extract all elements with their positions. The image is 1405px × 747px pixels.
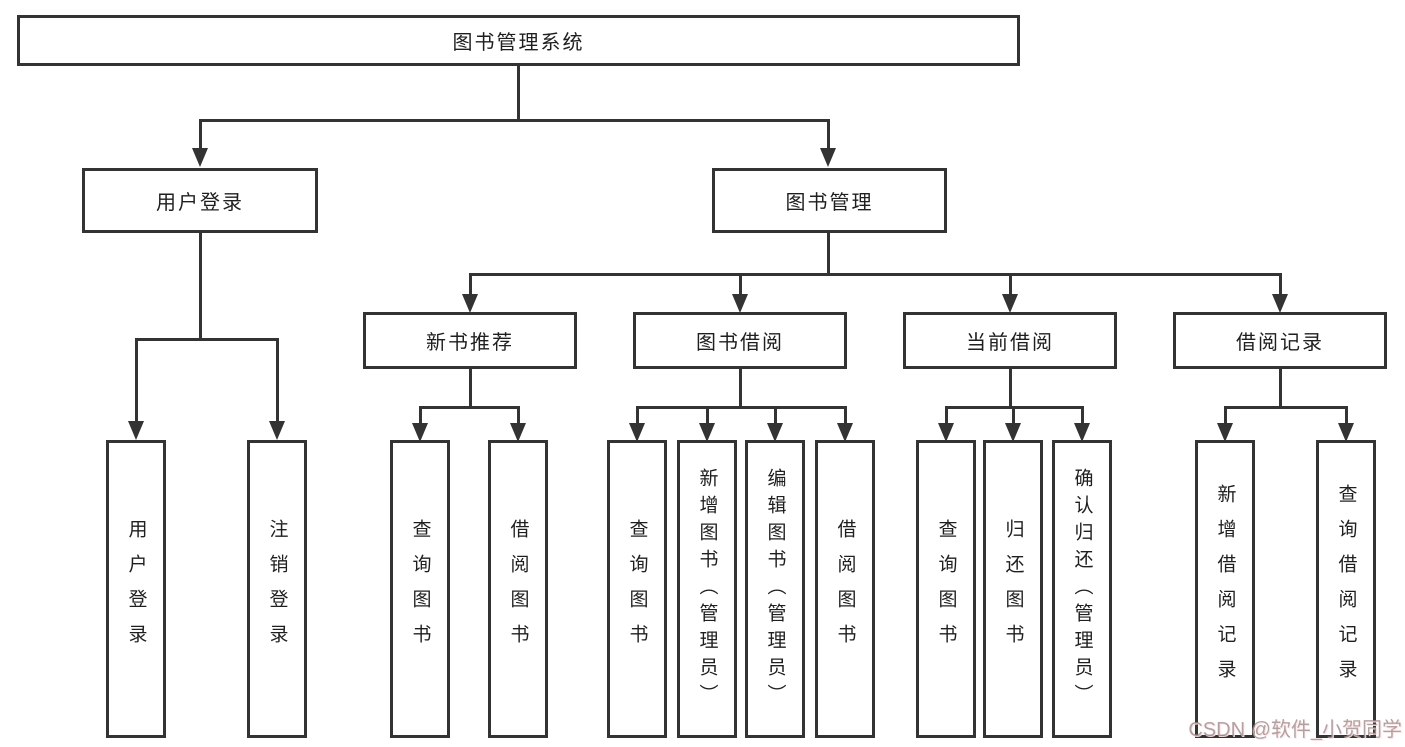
node-book-borrow-label: 图书借阅: [696, 332, 784, 354]
node-borrow-records: 借阅记录: [1173, 312, 1387, 369]
watermark-text: CSDN @软件_小贺同学: [1188, 719, 1402, 741]
connector-stem-leaf-5: [774, 406, 777, 426]
node-query-books-recommend: 查询图书: [390, 440, 450, 738]
arrowhead-current-borrow: [1002, 294, 1018, 313]
arrowhead-book-borrow: [732, 294, 748, 313]
node-book-management: 图书管理: [712, 168, 947, 233]
node-current-borrow-label: 当前借阅: [966, 332, 1054, 354]
node-confirm-return-admin-label: 确认归还（管理员）: [1071, 467, 1093, 711]
arrowhead-leaf-9: [1074, 423, 1090, 442]
connector-stem-leaf-8: [1012, 406, 1015, 426]
connector-stem-borrow-records: [1279, 273, 1282, 297]
arrowhead-leaf-5: [767, 423, 783, 442]
connector-stem-login-leaf: [135, 338, 138, 424]
arrowhead-leaf-2: [510, 423, 526, 442]
node-return-books: 归还图书: [983, 440, 1043, 738]
connector-stem-leaf-11: [1345, 406, 1348, 426]
arrowhead-login-leaf: [128, 421, 144, 440]
node-logout-label: 注销登录: [266, 519, 288, 659]
node-add-books-admin-label: 新增图书（管理员）: [696, 467, 718, 711]
node-user-login-leaf: 用户登录: [106, 440, 166, 738]
connector-stem-leaf-1: [419, 406, 422, 426]
node-add-borrow-record-label: 新增借阅记录: [1214, 484, 1236, 694]
arrowhead-leaf-6: [837, 423, 853, 442]
node-user-login-label: 用户登录: [156, 192, 244, 214]
node-edit-books-admin: 编辑图书（管理员）: [745, 440, 805, 738]
connector-borrow-records-hline: [1224, 406, 1348, 409]
connector-book-borrow-trunk: [739, 367, 742, 409]
connector-stem-leaf-7: [945, 406, 948, 426]
node-confirm-return-admin: 确认归还（管理员）: [1052, 440, 1112, 738]
connector-level2-hline: [199, 119, 830, 122]
arrowhead-logout-leaf: [269, 421, 285, 440]
connector-stem-leaf-10: [1224, 406, 1227, 426]
node-root: 图书管理系统: [17, 15, 1020, 66]
node-query-borrow-record: 查询借阅记录: [1316, 440, 1376, 738]
connector-stem-user-login: [199, 119, 202, 151]
node-borrow-books-recommend-label: 借阅图书: [507, 519, 529, 659]
arrowhead-leaf-11: [1338, 423, 1354, 442]
connector-level3-hline: [469, 273, 1282, 276]
connector-stem-leaf-4: [706, 406, 709, 426]
connector-stem-logout-leaf: [276, 338, 279, 424]
node-edit-books-admin-label: 编辑图书（管理员）: [764, 467, 786, 711]
node-query-borrow-record-label: 查询借阅记录: [1335, 484, 1357, 694]
connector-stem-book-mgmt: [827, 119, 830, 151]
connector-stem-leaf-9: [1081, 406, 1084, 426]
node-query-books-borrow: 查询图书: [607, 440, 667, 738]
arrowhead-leaf-1: [412, 423, 428, 442]
connector-current-borrow-trunk: [1009, 367, 1012, 409]
node-query-books-current-label: 查询图书: [935, 519, 957, 659]
node-logout: 注销登录: [247, 440, 307, 738]
node-user-login-leaf-label: 用户登录: [125, 519, 147, 659]
node-query-books-borrow-label: 查询图书: [626, 519, 648, 659]
node-book-borrow: 图书借阅: [633, 312, 847, 369]
arrowhead-borrow-records: [1272, 294, 1288, 313]
node-new-book-recommend-label: 新书推荐: [426, 332, 514, 354]
node-query-books-current: 查询图书: [916, 440, 976, 738]
node-root-label: 图书管理系统: [452, 32, 585, 54]
connector-borrow-records-trunk: [1279, 367, 1282, 409]
connector-stem-book-borrow: [739, 273, 742, 297]
node-borrow-books-leaf: 借阅图书: [815, 440, 875, 738]
node-book-management-label: 图书管理: [785, 192, 874, 214]
arrowhead-leaf-10: [1217, 423, 1233, 442]
node-return-books-label: 归还图书: [1002, 519, 1024, 659]
node-add-books-admin: 新增图书（管理员）: [677, 440, 737, 738]
arrowhead-user-login: [192, 148, 208, 167]
connector-stem-leaf-3: [636, 406, 639, 426]
connector-new-book-trunk: [469, 367, 472, 409]
node-user-login: 用户登录: [82, 168, 318, 233]
connector-book-mgmt-trunk: [827, 231, 830, 276]
connector-book-borrow-hline: [636, 406, 847, 409]
connector-root-trunk: [517, 64, 520, 120]
node-add-borrow-record: 新增借阅记录: [1195, 440, 1255, 738]
connector-stem-new-book: [469, 273, 472, 297]
connector-new-book-hline: [419, 406, 520, 409]
node-borrow-books-recommend: 借阅图书: [488, 440, 548, 738]
node-query-books-recommend-label: 查询图书: [409, 519, 431, 659]
arrowhead-new-book: [462, 294, 478, 313]
arrowhead-book-mgmt: [820, 148, 836, 167]
connector-user-login-trunk: [199, 230, 202, 340]
connector-stem-leaf-6: [844, 406, 847, 426]
connector-stem-leaf-2: [517, 406, 520, 426]
node-borrow-records-label: 借阅记录: [1236, 332, 1324, 354]
node-borrow-books-leaf-label: 借阅图书: [834, 519, 856, 659]
arrowhead-leaf-3: [629, 423, 645, 442]
arrowhead-leaf-8: [1005, 423, 1021, 442]
node-new-book-recommend: 新书推荐: [363, 312, 577, 369]
node-current-borrow: 当前借阅: [903, 312, 1117, 369]
arrowhead-leaf-7: [938, 423, 954, 442]
connector-stem-current-borrow: [1009, 273, 1012, 297]
arrowhead-leaf-4: [699, 423, 715, 442]
connector-user-login-hline: [135, 338, 279, 341]
